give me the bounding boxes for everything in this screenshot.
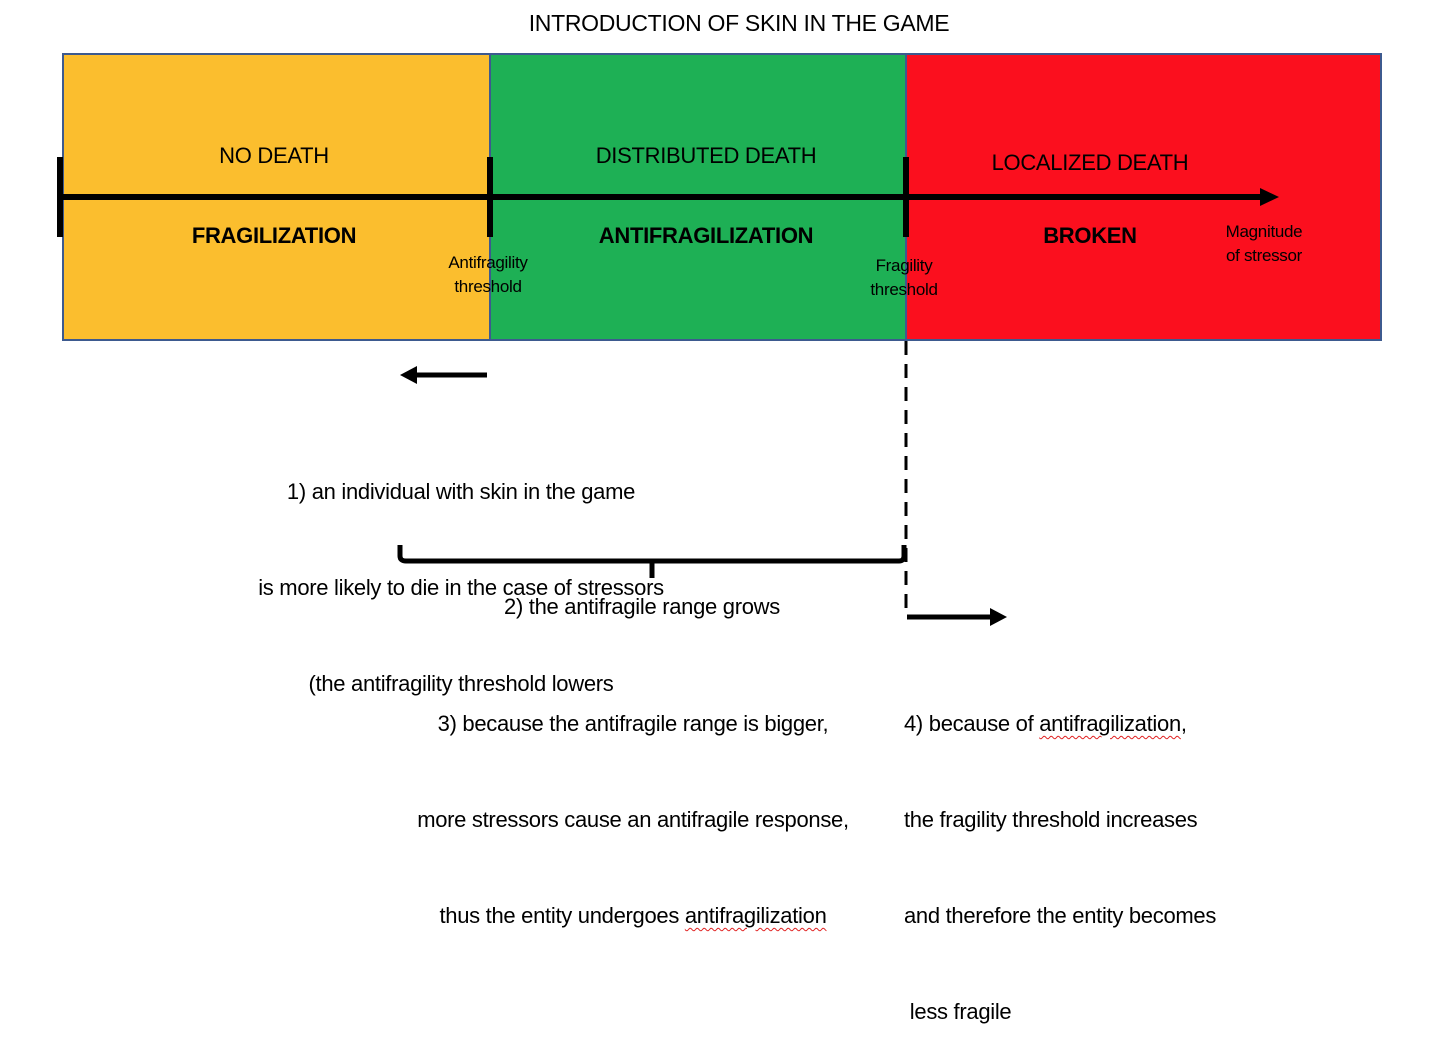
axis-label-line2: of stressor — [1225, 246, 1303, 265]
antifragility-threshold-tick — [487, 157, 493, 237]
fragility-threshold-line1: Fragility — [875, 256, 933, 275]
zone-label-fragilization: FRAGILIZATION — [191, 223, 357, 248]
antifragility-threshold-label: Antifragility threshold — [428, 251, 548, 299]
arrow-left-icon — [400, 366, 487, 384]
note-4-spellcheck-word: antifragilization — [1039, 711, 1181, 736]
note-4-line3: and therefore the entity becomes — [904, 903, 1217, 928]
note-4: 4) because of antifragilization, the fra… — [904, 644, 1324, 1060]
zone-label-localized-death: LOCALIZED DEATH — [991, 150, 1189, 175]
note-1: 1) an individual with skin in the game i… — [206, 412, 716, 732]
note-3-line2: more stressors cause an antifragile resp… — [417, 807, 849, 832]
axis-start-tick — [57, 157, 63, 237]
fragility-threshold-label: Fragility threshold — [844, 254, 964, 302]
fragility-threshold-line2: threshold — [870, 280, 938, 299]
axis-arrowhead-icon — [1260, 188, 1279, 206]
zone-label-distributed-death: DISTRIBUTED DEATH — [595, 143, 817, 168]
diagram-lines — [57, 157, 1279, 626]
note-4-line1-prefix: 4) because of — [904, 711, 1040, 736]
fragility-threshold-tick — [903, 157, 909, 237]
note-4-line1: 4) because of antifragilization, — [904, 708, 1324, 740]
stressor-axis — [60, 188, 1279, 206]
note-3-line1: 3) because the antifragile range is bigg… — [437, 711, 829, 736]
diagram-title: INTRODUCTION OF SKIN IN THE GAME — [528, 10, 950, 36]
note-3-spellcheck-word: antifragilization — [684, 903, 827, 928]
note-1-line2: is more likely to die in the case of str… — [258, 575, 664, 600]
note-3-line3-prefix: thus the entity undergoes — [439, 903, 685, 928]
antifragility-threshold-line1: Antifragility — [448, 253, 528, 272]
antifragile-range-brace — [397, 545, 907, 578]
zone-label-broken: BROKEN — [1043, 223, 1137, 248]
note-4-line1-suffix: , — [1180, 711, 1187, 736]
note-1-line1: 1) an individual with skin in the game — [286, 479, 636, 504]
note-4-line2: the fragility threshold increases — [904, 807, 1198, 832]
zone-label-antifragilization: ANTIFRAGILIZATION — [598, 223, 814, 248]
arrow-right-icon — [907, 608, 1007, 626]
axis-label-magnitude-of-stressor: Magnitude of stressor — [1204, 220, 1324, 268]
note-3: 3) because the antifragile range is bigg… — [368, 644, 898, 964]
note-4-line4: less fragile — [904, 999, 1012, 1024]
note-2: 2) the antifragile range grows — [504, 594, 780, 619]
axis-label-line1: Magnitude — [1225, 222, 1303, 241]
note-1-line3: (the antifragility threshold lowers — [308, 671, 614, 696]
antifragility-threshold-line2: threshold — [454, 277, 522, 296]
zone-label-no-death: NO DEATH — [219, 143, 329, 168]
note-3-line3: thus the entity undergoes antifragilizat… — [368, 900, 898, 932]
